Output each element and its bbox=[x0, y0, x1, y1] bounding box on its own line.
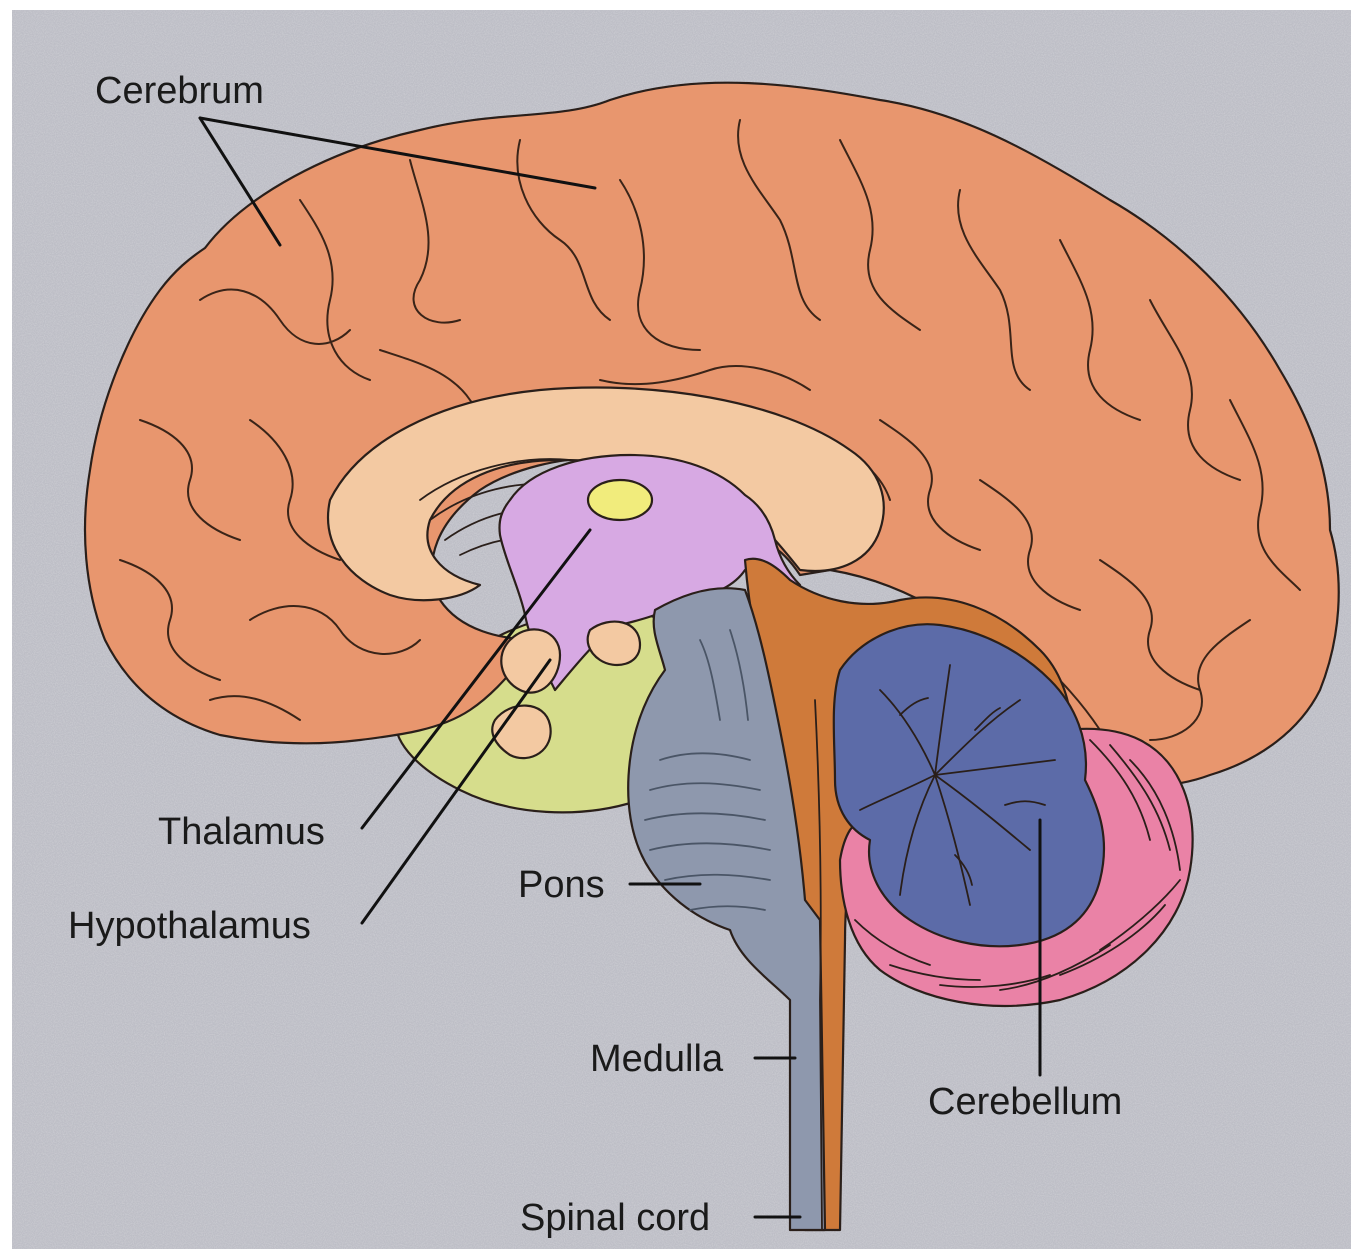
medulla-label: Medulla bbox=[590, 1038, 724, 1080]
hypothalamus-blob bbox=[501, 629, 560, 692]
thalamus-label: Thalamus bbox=[158, 811, 325, 853]
pons-label: Pons bbox=[518, 864, 605, 906]
cerebellum-label: Cerebellum bbox=[928, 1081, 1122, 1123]
spinal-cord-label: Spinal cord bbox=[520, 1197, 710, 1239]
cerebrum-label: Cerebrum bbox=[95, 70, 264, 112]
thalamus-nucleus bbox=[588, 480, 652, 520]
hypothalamus-label: Hypothalamus bbox=[68, 905, 311, 947]
